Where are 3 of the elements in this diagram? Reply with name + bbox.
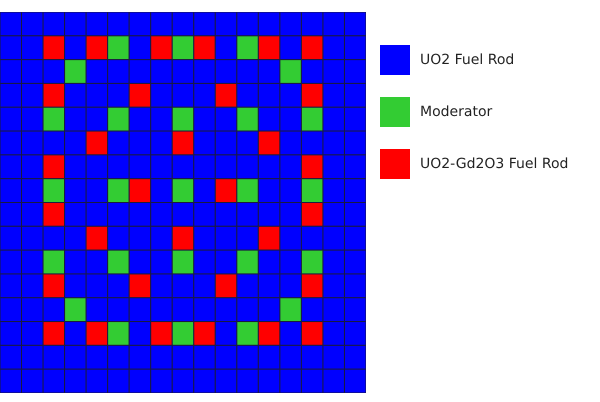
legend-label: Moderator [420,104,492,120]
legend-label: UO2 Fuel Rod [420,52,514,68]
legend-label: UO2-Gd2O3 Fuel Rod [420,156,568,172]
